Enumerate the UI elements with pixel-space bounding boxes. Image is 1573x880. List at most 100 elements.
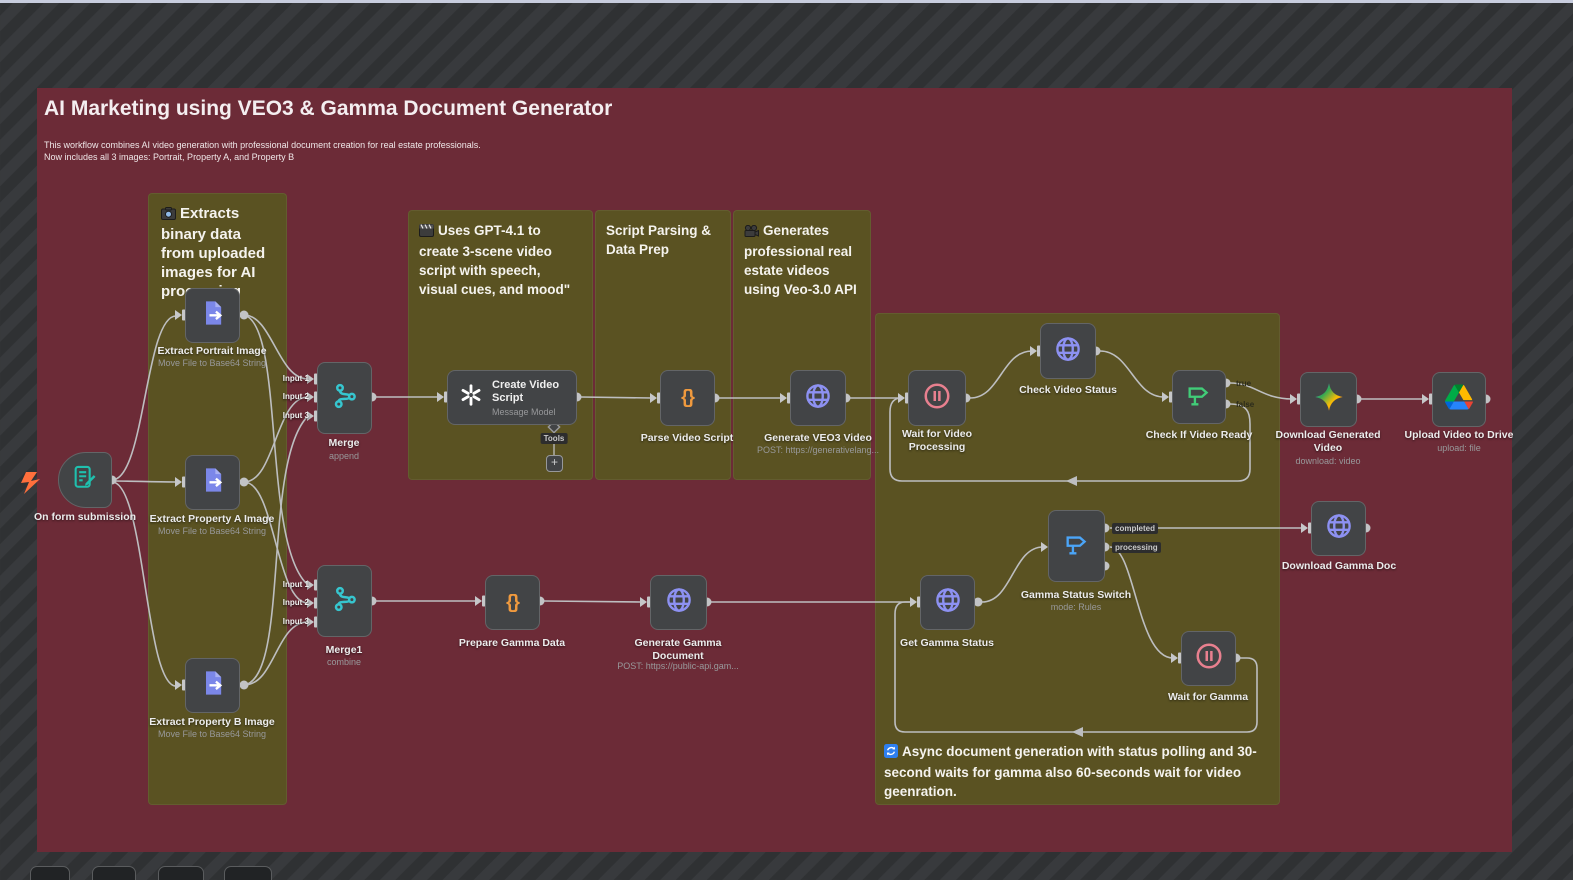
clapperboard-icon <box>419 223 434 242</box>
node-merge[interactable] <box>317 362 372 434</box>
node-parse-video-script[interactable]: {} <box>660 370 715 426</box>
merge1-input3-label: Input 3 <box>282 617 309 626</box>
loop-arrowheads <box>1066 476 1083 737</box>
node-subtitle-extract-portrait: Move File to Base64 String <box>157 358 267 368</box>
node-label-get-gamma-status: Get Gamma Status <box>900 637 994 649</box>
globe-icon <box>803 381 833 416</box>
camera-icon <box>161 206 176 225</box>
node-subtitle-generate-veo3: POST: https://generativelang... <box>756 445 880 455</box>
add-tool-button[interactable]: + <box>546 455 563 472</box>
node-subtitle-download-video: download: video <box>1295 456 1361 466</box>
connection-wires <box>111 314 1424 733</box>
merge-input3-label: Input 3 <box>282 411 309 420</box>
trigger-lightning-icon <box>21 472 40 494</box>
node-wait-for-gamma[interactable] <box>1181 631 1236 686</box>
extract-file-icon <box>199 669 227 702</box>
node-extract-property-b-image[interactable] <box>185 658 240 713</box>
workflow-title: AI Marketing using VEO3 & Gamma Document… <box>44 97 613 120</box>
node-label-generate-gamma: Generate Gamma Document <box>634 637 722 662</box>
switch-completed-output-label: completed <box>1112 523 1159 534</box>
globe-icon <box>664 585 694 620</box>
pause-icon <box>1194 641 1224 676</box>
node-label-gamma-switch: Gamma Status Switch <box>1020 589 1132 601</box>
node-merge1[interactable] <box>317 565 372 637</box>
canvas-control-button-1[interactable] <box>30 866 70 880</box>
node-create-video-script[interactable]: Create Video Script Message Model <box>447 370 577 425</box>
sticky-note-veo[interactable]: Generates professional real estate video… <box>733 210 871 480</box>
node-label-prepare-gamma: Prepare Gamma Data <box>458 637 566 649</box>
node-label-check-video-status: Check Video Status <box>1019 384 1117 396</box>
sticky-note-parsing[interactable]: Script Parsing & Data Prep <box>595 210 731 480</box>
node-subtitle-merge1: combine <box>326 657 362 667</box>
code-icon: {} <box>681 387 695 408</box>
movie-camera-icon <box>744 223 759 242</box>
node-prepare-gamma-data[interactable]: {} <box>485 575 540 630</box>
canvas-control-button-4[interactable] <box>224 866 272 880</box>
node-subtitle-extract-b: Move File to Base64 String <box>157 729 267 739</box>
node-label-download-gamma-doc: Download Gamma Doc <box>1281 560 1397 572</box>
node-inner-subtitle-create-video-script: Message Model <box>492 406 556 417</box>
openai-icon <box>458 382 484 413</box>
globe-icon <box>1324 511 1354 546</box>
sticky-note-gpt[interactable]: Uses GPT-4.1 to create 3-scene video scr… <box>408 210 593 480</box>
node-upload-video-to-drive[interactable] <box>1432 372 1486 427</box>
merge-icon <box>330 381 360 416</box>
sync-icon <box>884 744 898 763</box>
node-wait-for-video-processing[interactable] <box>908 370 966 426</box>
window-top-edge <box>0 0 1573 3</box>
node-generate-gamma-document[interactable] <box>650 575 707 630</box>
node-label-extract-a: Extract Property A Image <box>149 513 275 525</box>
tools-label: Tools <box>540 433 568 444</box>
sticky-gpt-text: Uses GPT-4.1 to create 3-scene video scr… <box>419 223 571 297</box>
sticky-parsing-text: Script Parsing & Data Prep <box>606 223 712 257</box>
node-label-on-form-submission: On form submission <box>33 511 137 523</box>
merge-input2-label: Input 2 <box>282 392 309 401</box>
description-line-1: This workflow combines AI video generati… <box>44 140 481 150</box>
node-download-gamma-doc[interactable] <box>1311 501 1366 556</box>
if-false-output-label: false <box>1236 400 1255 409</box>
node-get-gamma-status[interactable] <box>920 575 975 630</box>
node-label-wait-gamma: Wait for Gamma <box>1167 691 1249 703</box>
node-label-wait-video: Wait for Video Processing <box>901 428 972 453</box>
output-ports <box>107 310 1491 690</box>
merge1-input2-label: Input 2 <box>282 598 309 607</box>
canvas-control-button-2[interactable] <box>92 866 136 880</box>
node-subtitle-gamma-switch: mode: Rules <box>1050 602 1102 612</box>
node-check-if-video-ready[interactable] <box>1172 370 1226 424</box>
node-subtitle-upload-drive: upload: file <box>1437 443 1481 453</box>
node-label-extract-b: Extract Property B Image <box>149 716 275 728</box>
node-label-check-if-ready: Check If Video Ready <box>1145 429 1253 441</box>
merge-input1-label: Input 1 <box>282 374 309 383</box>
node-label-merge1: Merge1 <box>325 644 363 656</box>
node-label-upload-drive: Upload Video to Drive <box>1404 429 1514 441</box>
node-download-generated-video[interactable] <box>1300 372 1357 427</box>
if-true-output-label: true <box>1236 379 1252 388</box>
extract-file-icon <box>199 466 227 499</box>
node-gamma-status-switch[interactable] <box>1048 510 1105 582</box>
extract-file-icon <box>199 299 227 332</box>
sticky-veo-text: Generates professional real estate video… <box>744 223 857 297</box>
globe-icon <box>933 585 963 620</box>
node-label-generate-veo3: Generate VEO3 Video <box>764 432 872 444</box>
switch-processing-output-label: processing <box>1112 542 1161 553</box>
node-extract-property-a-image[interactable] <box>185 455 240 510</box>
node-subtitle-generate-gamma: POST: https://public-api.gam... <box>617 661 739 671</box>
globe-icon <box>1053 334 1083 369</box>
merge-icon <box>330 584 360 619</box>
google-drive-icon <box>1445 384 1473 415</box>
node-extract-portrait-image[interactable] <box>185 288 240 343</box>
code-icon: {} <box>506 591 520 613</box>
node-label-merge: Merge <box>328 437 360 449</box>
form-trigger-icon <box>71 464 99 497</box>
canvas-control-button-3[interactable] <box>158 866 204 880</box>
gemini-sparkle-icon <box>1314 382 1344 417</box>
sticky-extract-text: Extracts binary data from uploaded image… <box>161 205 266 300</box>
switch-icon <box>1063 530 1091 563</box>
node-label-extract-portrait: Extract Portrait Image <box>157 345 267 357</box>
sticky-async-text: Async document generation with status po… <box>884 744 1257 799</box>
node-subtitle-extract-a: Move File to Base64 String <box>157 526 267 536</box>
node-generate-veo3-video[interactable] <box>790 370 846 426</box>
node-check-video-status[interactable] <box>1040 323 1096 379</box>
workflow-description: This workflow combines AI video generati… <box>44 139 481 163</box>
node-on-form-submission[interactable] <box>58 452 112 508</box>
